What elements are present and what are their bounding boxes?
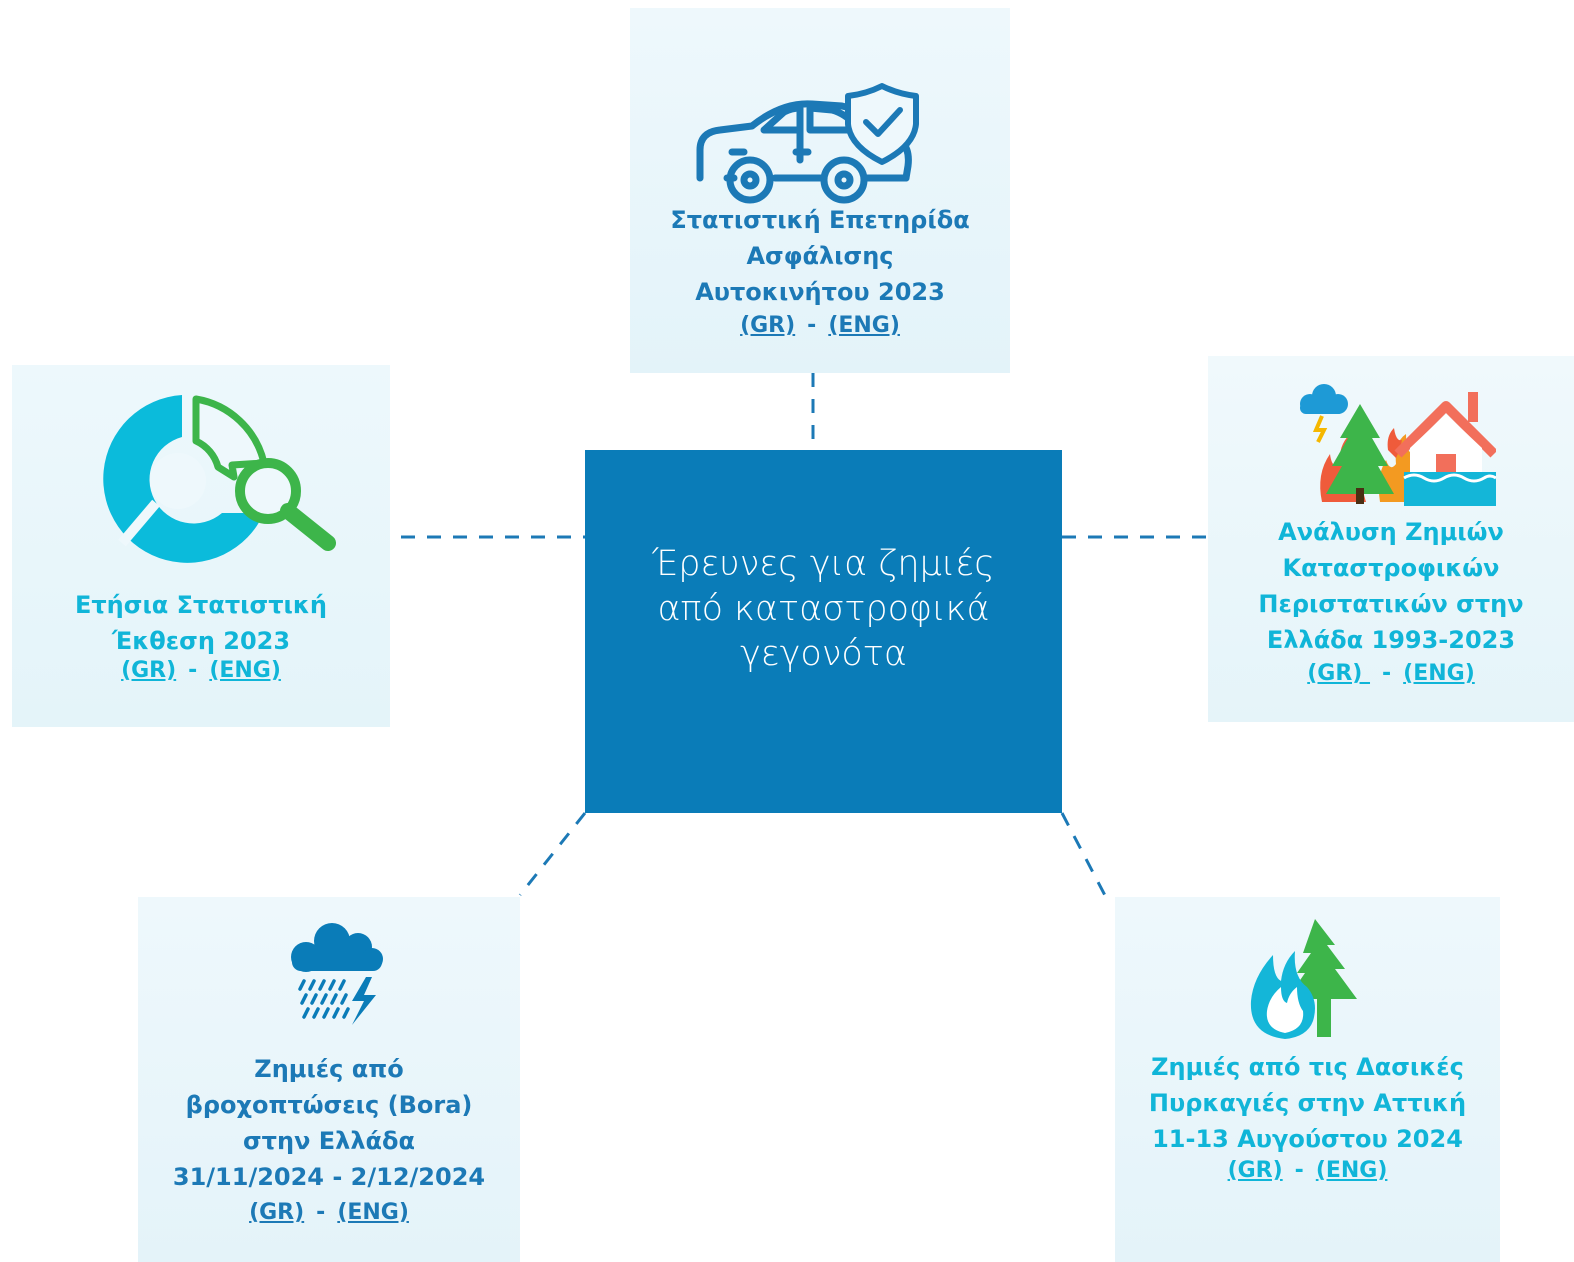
card-bottom-right-title: Ζημιές από τις Δασικές Πυρκαγιές στην Ατ…: [1148, 1053, 1467, 1153]
car-shield-icon: [696, 83, 919, 204]
card-attica-wildfires-damages: Ζημιές από τις Δασικές Πυρκαγιές στην Ατ…: [1115, 897, 1500, 1262]
card-bottom-left-title: Ζημιές από βροχοπτώσεις (Bora) στην Ελλά…: [172, 1055, 486, 1191]
card-right-title: Ανάλυση Ζημιών Καταστροφικών Περιστατικώ…: [1258, 518, 1524, 654]
center-topic-text: Έρευνες για ζημιές από καταστροφικά γεγο…: [585, 542, 1062, 677]
link-gr[interactable]: (GR): [740, 313, 796, 338]
card-left-links: (GR)-(ENG): [121, 658, 281, 683]
link-gr[interactable]: (GR): [121, 658, 177, 683]
link-gr[interactable]: (GR): [1227, 1158, 1283, 1183]
forest-fire-icon: [1250, 919, 1357, 1039]
pie-chart-magnifier-icon: [103, 395, 336, 563]
rain-storm-cloud-icon: [291, 923, 383, 1025]
card-annual-statistical-report: Ετήσια Στατιστική Έκθεση 2023 (GR)-(ENG): [12, 365, 390, 727]
link-eng[interactable]: (ENG): [337, 1200, 409, 1225]
link-gr[interactable]: (GR): [249, 1200, 305, 1225]
storm-fire-flood-house-icon: [1300, 384, 1496, 506]
center-topic-box: Έρευνες για ζημιές από καταστροφικά γεγο…: [585, 450, 1062, 813]
connector-bottom-right: [1060, 812, 1112, 906]
link-eng[interactable]: (ENG): [828, 313, 900, 338]
card-top-links: (GR)-(ENG): [740, 313, 900, 338]
card-right-links: (GR) -(ENG): [1307, 661, 1475, 686]
card-left-title: Ετήσια Στατιστική Έκθεση 2023: [74, 591, 328, 655]
link-eng[interactable]: (ENG): [1403, 661, 1475, 686]
link-eng[interactable]: (ENG): [1315, 1158, 1388, 1183]
card-car-insurance-yearbook: Στατιστική Επετηρίδα Ασφάλισης Αυτοκινήτ…: [630, 8, 1010, 373]
connector-bottom-left: [518, 812, 587, 896]
link-eng[interactable]: (ENG): [209, 658, 281, 683]
card-bora-rainfall-damages: Ζημιές από βροχοπτώσεις (Bora) στην Ελλά…: [138, 897, 520, 1262]
center-line-3: γεγονότα: [740, 634, 907, 674]
center-line-1: Έρευνες για ζημιές: [652, 544, 995, 584]
card-bottom-right-links: (GR)-(ENG): [1227, 1158, 1388, 1183]
card-top-title: Στατιστική Επετηρίδα Ασφάλισης Αυτοκινήτ…: [670, 206, 970, 306]
card-bottom-left-links: (GR)-(ENG): [249, 1200, 409, 1225]
center-line-2: από καταστροφικά: [657, 589, 990, 629]
link-gr[interactable]: (GR): [1307, 661, 1371, 686]
card-catastrophic-events-analysis: Ανάλυση Ζημιών Καταστροφικών Περιστατικώ…: [1208, 356, 1574, 722]
